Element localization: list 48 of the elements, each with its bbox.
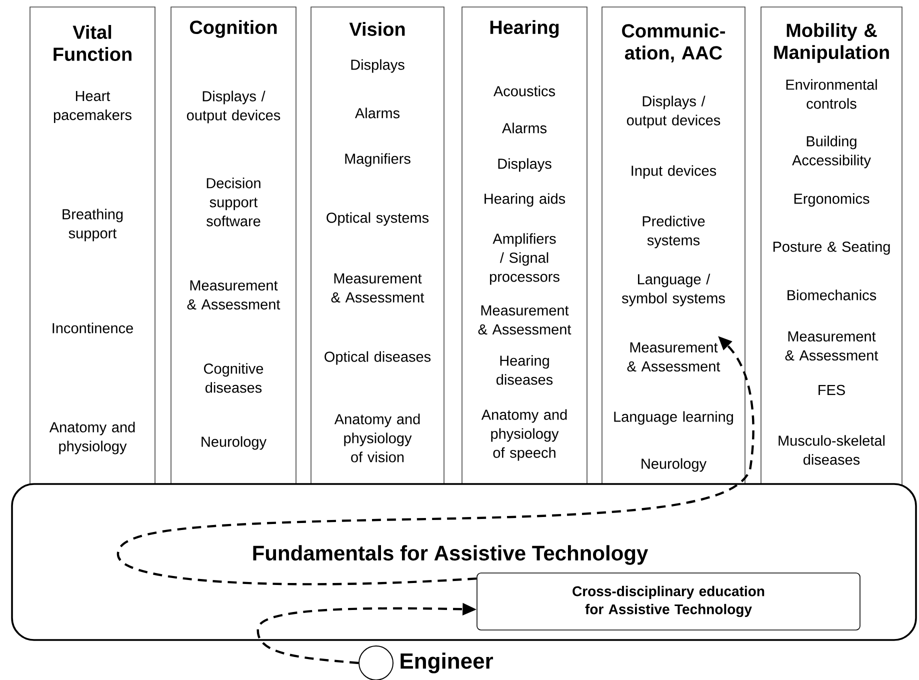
topic-text: Language / symbol systems (622, 274, 725, 306)
topic-text: Posture & Seating (773, 241, 890, 255)
topic-text: Language learning (614, 411, 733, 425)
column-heading: Hearing (490, 20, 559, 38)
topic-text: Anatomy and physiology of vision (334, 414, 420, 462)
topic-text: Measurement & Assessment (627, 342, 720, 372)
heading-text: Fundamentals for Assistive Technology (253, 545, 648, 565)
topic-text: Displays (351, 59, 404, 73)
process-box: Cross-disciplinary education for Assistive Technology (476, 572, 860, 630)
column-heading: Mobility & Manipulation (774, 23, 889, 63)
column-heading: Vital Function (54, 25, 132, 61)
topic-text: Measurement & Assessment (187, 280, 280, 310)
topic-text: Measurement & Assessment (785, 331, 878, 361)
topic-text: Musculo-skeletal diseases (778, 435, 884, 465)
topic-text: FES (818, 384, 845, 396)
topic-text: Input devices (632, 165, 716, 179)
topic-text: Optical diseases (324, 351, 431, 365)
topic-text: Measurement & Assessment (331, 273, 424, 303)
column-heading: Cognition (190, 20, 277, 38)
topic-text: Neurology (642, 458, 706, 472)
topic-text: Displays / output devices (626, 96, 720, 128)
topic-text: Alarms (502, 122, 547, 134)
topic-text: Amplifiers / Signal processors (490, 233, 560, 285)
topic-text: Building Accessibility (792, 136, 871, 168)
topic-text: Hearing aids (484, 193, 566, 207)
topic-text: Displays (498, 158, 552, 172)
topic-text: Decision support software (206, 178, 260, 226)
topic-text: Measurement & Assessment (478, 305, 572, 335)
topic-text: Displays / output devices (186, 90, 280, 124)
topic-text: Ergonomics (794, 193, 870, 207)
topic-text: Neurology (202, 436, 267, 450)
topic-text: Magnifiers (345, 153, 410, 167)
column-heading: Communic- ation, AAC (622, 24, 725, 62)
topic-text: Predictive systems (642, 216, 705, 248)
topic-text: Alarms (354, 108, 400, 118)
topic-text: Cognitive diseases (204, 363, 264, 393)
topic-text: Biomechanics (788, 290, 876, 300)
topic-text: Anatomy and physiology of speech (481, 409, 567, 461)
topic-text: Anatomy and physiology (49, 422, 135, 454)
topic-text: Acoustics (494, 86, 555, 96)
person-label: Engineer (400, 652, 494, 674)
column-heading: Vision (349, 22, 405, 36)
topic-text: Heart pacemakers (54, 91, 132, 123)
topic-text: Optical systems (326, 212, 429, 226)
topic-text: Hearing diseases (496, 355, 553, 385)
topic-text: Incontinence (52, 322, 133, 334)
topic-text: Breathing support (62, 208, 123, 242)
topic-text: Environmental controls (786, 79, 877, 109)
